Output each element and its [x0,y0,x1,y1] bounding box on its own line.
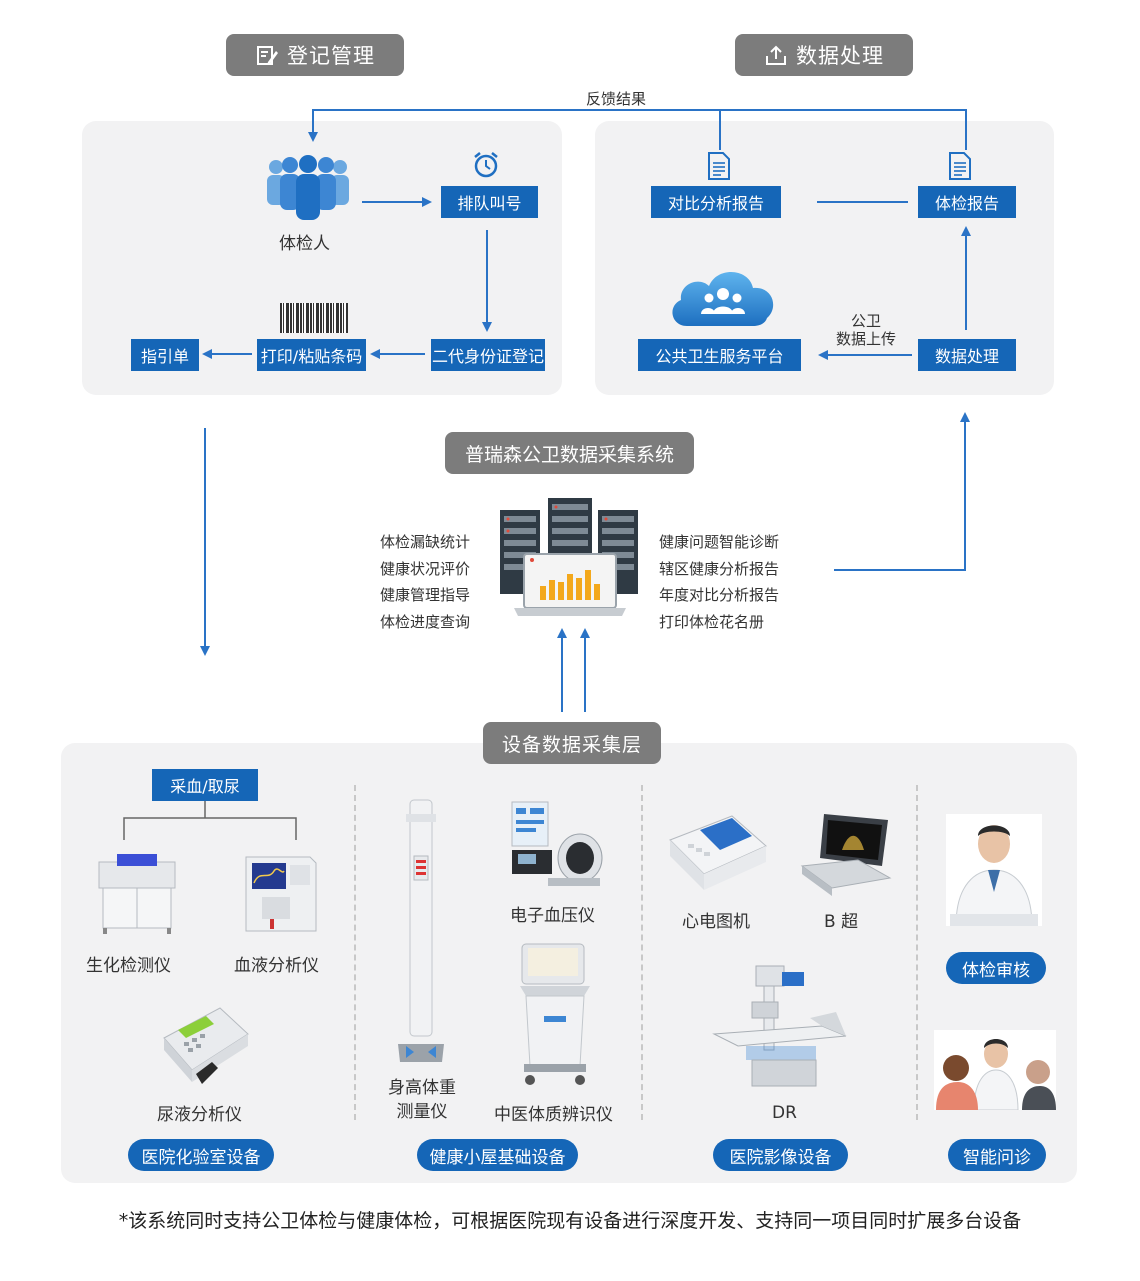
dr-xray-icon [712,965,847,1087]
exam-review-tag: 体检审核 [946,952,1046,984]
print-barcode-box: 打印/粘贴条码 [257,339,366,371]
upload-label-line2: 数据上传 [835,330,896,348]
feature-item: 体检漏缺统计 [380,533,471,551]
system-header: 普瑞森公卫数据采集系统 [445,432,694,474]
feedback-line-right [720,109,967,150]
server-laptop-icon [500,498,638,616]
imaging-equipment-tag: 医院影像设备 [713,1139,848,1171]
guide-sheet-box: 指引单 [131,339,199,371]
comparison-report-box: 对比分析报告 [651,186,781,218]
smart-consultation-tag: 智能问诊 [948,1139,1046,1171]
biochemistry-analyzer-label: 生化检测仪 [86,956,171,976]
feedback-line [308,109,721,150]
feature-item: 健康管理指导 [380,586,471,604]
blood-urine-bracket [123,800,297,840]
arrow-system-processing [834,412,970,571]
feature-item: 体检进度查询 [380,612,471,631]
registration-header: 登记管理 [226,34,404,76]
system-header-label: 普瑞森公卫数据采集系统 [464,443,674,466]
device-layer-header-label: 设备数据采集层 [501,733,642,756]
processing-header: 数据处理 [735,34,913,76]
public-health-platform-box: 公共卫生服务平台 [638,339,801,371]
device-layer-header: 设备数据采集层 [483,722,661,764]
upload-label-line1: 公卫 [850,312,881,330]
queue-box: 排队叫号 [441,186,538,218]
doctor-portrait-icon [946,814,1042,926]
examinee-label: 体检人 [279,234,330,254]
blood-pressure-monitor-label: 电子血压仪 [510,906,595,926]
document-icon [708,152,730,180]
height-weight-label: 身高体重 测量仪 [388,1076,456,1124]
health-cabin-equipment-tag: 健康小屋基础设备 [417,1139,578,1171]
blood-pressure-monitor-icon [511,801,603,886]
b-ultrasound-label: B 超 [824,912,859,932]
blood-urine-box: 采血/取尿 [152,769,258,801]
column-divider [916,785,918,1120]
biochemistry-analyzer-icon [98,854,176,934]
blood-analyzer-label: 血液分析仪 [234,956,319,976]
features-left: 体检漏缺统计 健康状况评价 健康管理指导 体检进度查询 [380,529,470,635]
urine-analyzer-icon [163,1007,249,1084]
feature-item: 辖区健康分析报告 [659,559,780,578]
column-divider [641,785,643,1120]
people-group-icon [267,155,349,220]
ecg-machine-label: 心电图机 [682,912,750,932]
consultation-scene-icon [934,1030,1056,1110]
tcm-constitution-analyzer-icon [520,943,590,1085]
alarm-clock-icon [474,152,498,178]
registration-header-label: 登记管理 [287,44,375,68]
exam-report-box: 体检报告 [918,186,1016,218]
id-register-box: 二代身份证登记 [431,339,545,371]
column-divider [354,785,356,1120]
processing-header-label: 数据处理 [796,44,884,68]
feature-item: 打印体检花名册 [659,612,765,631]
feedback-label: 反馈结果 [586,90,647,108]
dr-label: DR [772,1103,797,1123]
ecg-machine-icon [669,815,767,890]
upload-icon [766,45,786,65]
blood-analyzer-icon [245,856,317,932]
document-icon [949,152,971,180]
edit-document-icon [257,46,278,65]
lab-equipment-tag: 医院化验室设备 [128,1139,274,1171]
features-right: 健康问题智能诊断 辖区健康分析报告 年度对比分析报告 打印体检花名册 [659,529,779,635]
feature-item: 健康状况评价 [380,559,471,578]
footnote: *该系统同时支持公卫体检与健康体检，可根据医院现有设备进行深度开发、支持同一项目… [118,1210,1022,1232]
height-weight-scale-icon [398,799,444,1062]
tcm-constitution-label: 中医体质辨识仪 [494,1105,613,1125]
height-weight-label-line1: 身高体重 [388,1078,456,1098]
barcode-icon [280,303,348,333]
urine-analyzer-label: 尿液分析仪 [157,1105,242,1125]
feature-item: 健康问题智能诊断 [659,533,780,551]
height-weight-label-line2: 测量仪 [396,1102,448,1122]
b-ultrasound-icon [800,814,892,896]
feature-item: 年度对比分析报告 [659,586,780,604]
upload-label: 公卫 数据上传 [833,312,899,348]
cloud-users-icon [672,271,774,326]
data-processing-box: 数据处理 [918,339,1016,371]
